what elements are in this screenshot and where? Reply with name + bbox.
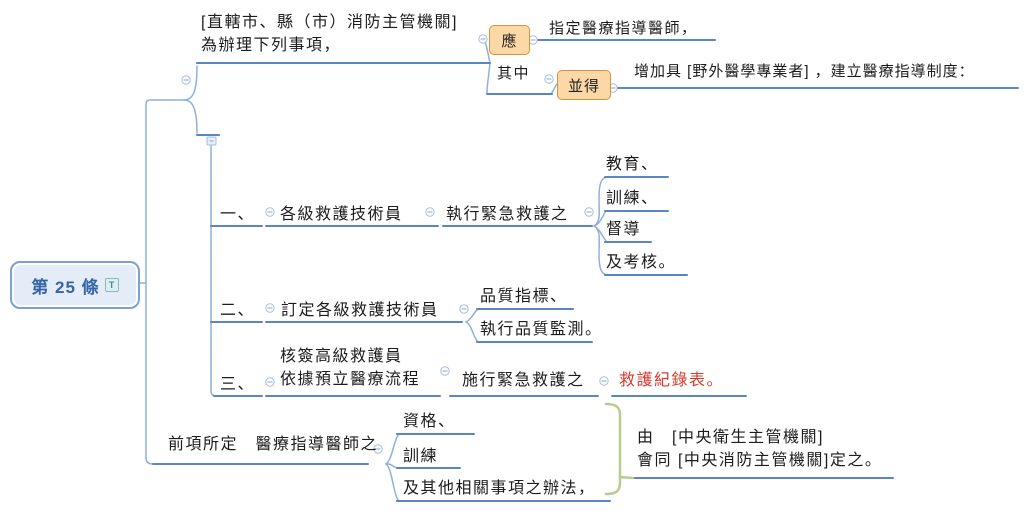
- topic-wilderness-medicine[interactable]: 增加具 [野外醫學專業者] ，建立醫療指導制度：: [634, 63, 975, 80]
- topic-item1-action[interactable]: 執行緊急救護之: [446, 206, 569, 223]
- topic-item3-target-line2: 依據預立醫療流程: [280, 371, 421, 388]
- topic-item3-num[interactable]: 三、: [220, 376, 256, 393]
- topic-summary-line1: 由 [中央衛生主管機關]: [637, 429, 824, 446]
- topic-quality-monitor[interactable]: 執行品質監測。: [480, 321, 603, 338]
- topic-designate-physician[interactable]: 指定醫療指導醫師，: [549, 20, 698, 37]
- topic-item1-target[interactable]: 各級救護技術員: [280, 206, 403, 223]
- topic-rescue-record[interactable]: 救護紀錄表。: [619, 372, 725, 389]
- note-icon[interactable]: T: [104, 278, 119, 292]
- topic-aspect-supervision[interactable]: 督導: [606, 221, 642, 238]
- topic-summary[interactable]: 由 [中央衛生主管機關] 會同 [中央消防主管機關]定之。: [637, 426, 882, 472]
- topic-authority-line1: [直轄市、縣（市）消防主管機關]: [201, 14, 458, 31]
- collapse-handles[interactable]: [181, 34, 618, 454]
- badge-should[interactable]: 應: [489, 25, 530, 55]
- topic-aspect-training[interactable]: 訓練、: [606, 190, 659, 207]
- topic-among[interactable]: 其中: [497, 65, 531, 82]
- node-underlines: [152, 39, 1019, 502]
- topic-qualification[interactable]: 資格、: [403, 413, 456, 430]
- topic-aspect-assessment[interactable]: 及考核。: [606, 254, 677, 271]
- topic-item3-target[interactable]: 核簽高級救護員 依據預立醫療流程: [280, 345, 420, 391]
- root-topic-label: 第 25 條: [31, 277, 100, 297]
- topic-authority-line2: 為辦理下列事項，: [201, 37, 342, 54]
- topic-provision-training[interactable]: 訓練: [403, 448, 439, 465]
- topic-summary-line2: 會同 [中央消防主管機關]定之。: [637, 452, 883, 469]
- topic-item1-num[interactable]: 一、: [220, 206, 256, 223]
- badge-also-may[interactable]: 並得: [557, 70, 611, 100]
- topic-item2-target[interactable]: 訂定各級救護技術員: [281, 302, 439, 319]
- summary-bracket: [604, 402, 635, 496]
- topic-aspect-education[interactable]: 教育、: [606, 156, 659, 173]
- topic-item3-target-line1: 核簽高級救護員: [280, 348, 403, 365]
- topic-quality-index[interactable]: 品質指標、: [480, 288, 568, 305]
- branch-connectors: [135, 40, 616, 501]
- topic-provision[interactable]: 前項所定 醫療指導醫師之: [168, 436, 379, 453]
- collapse-handle-icon[interactable]: [181, 34, 618, 454]
- collapse-square-icon[interactable]: [206, 136, 217, 146]
- topic-authority[interactable]: [直轄市、縣（市）消防主管機關] 為辦理下列事項，: [201, 11, 458, 57]
- root-topic[interactable]: 第 25 條 T: [10, 261, 140, 309]
- topic-other-matters[interactable]: 及其他相關事項之辦法，: [403, 480, 596, 497]
- topic-item2-num[interactable]: 二、: [220, 302, 256, 319]
- topic-item3-action[interactable]: 施行緊急救護之: [462, 372, 585, 389]
